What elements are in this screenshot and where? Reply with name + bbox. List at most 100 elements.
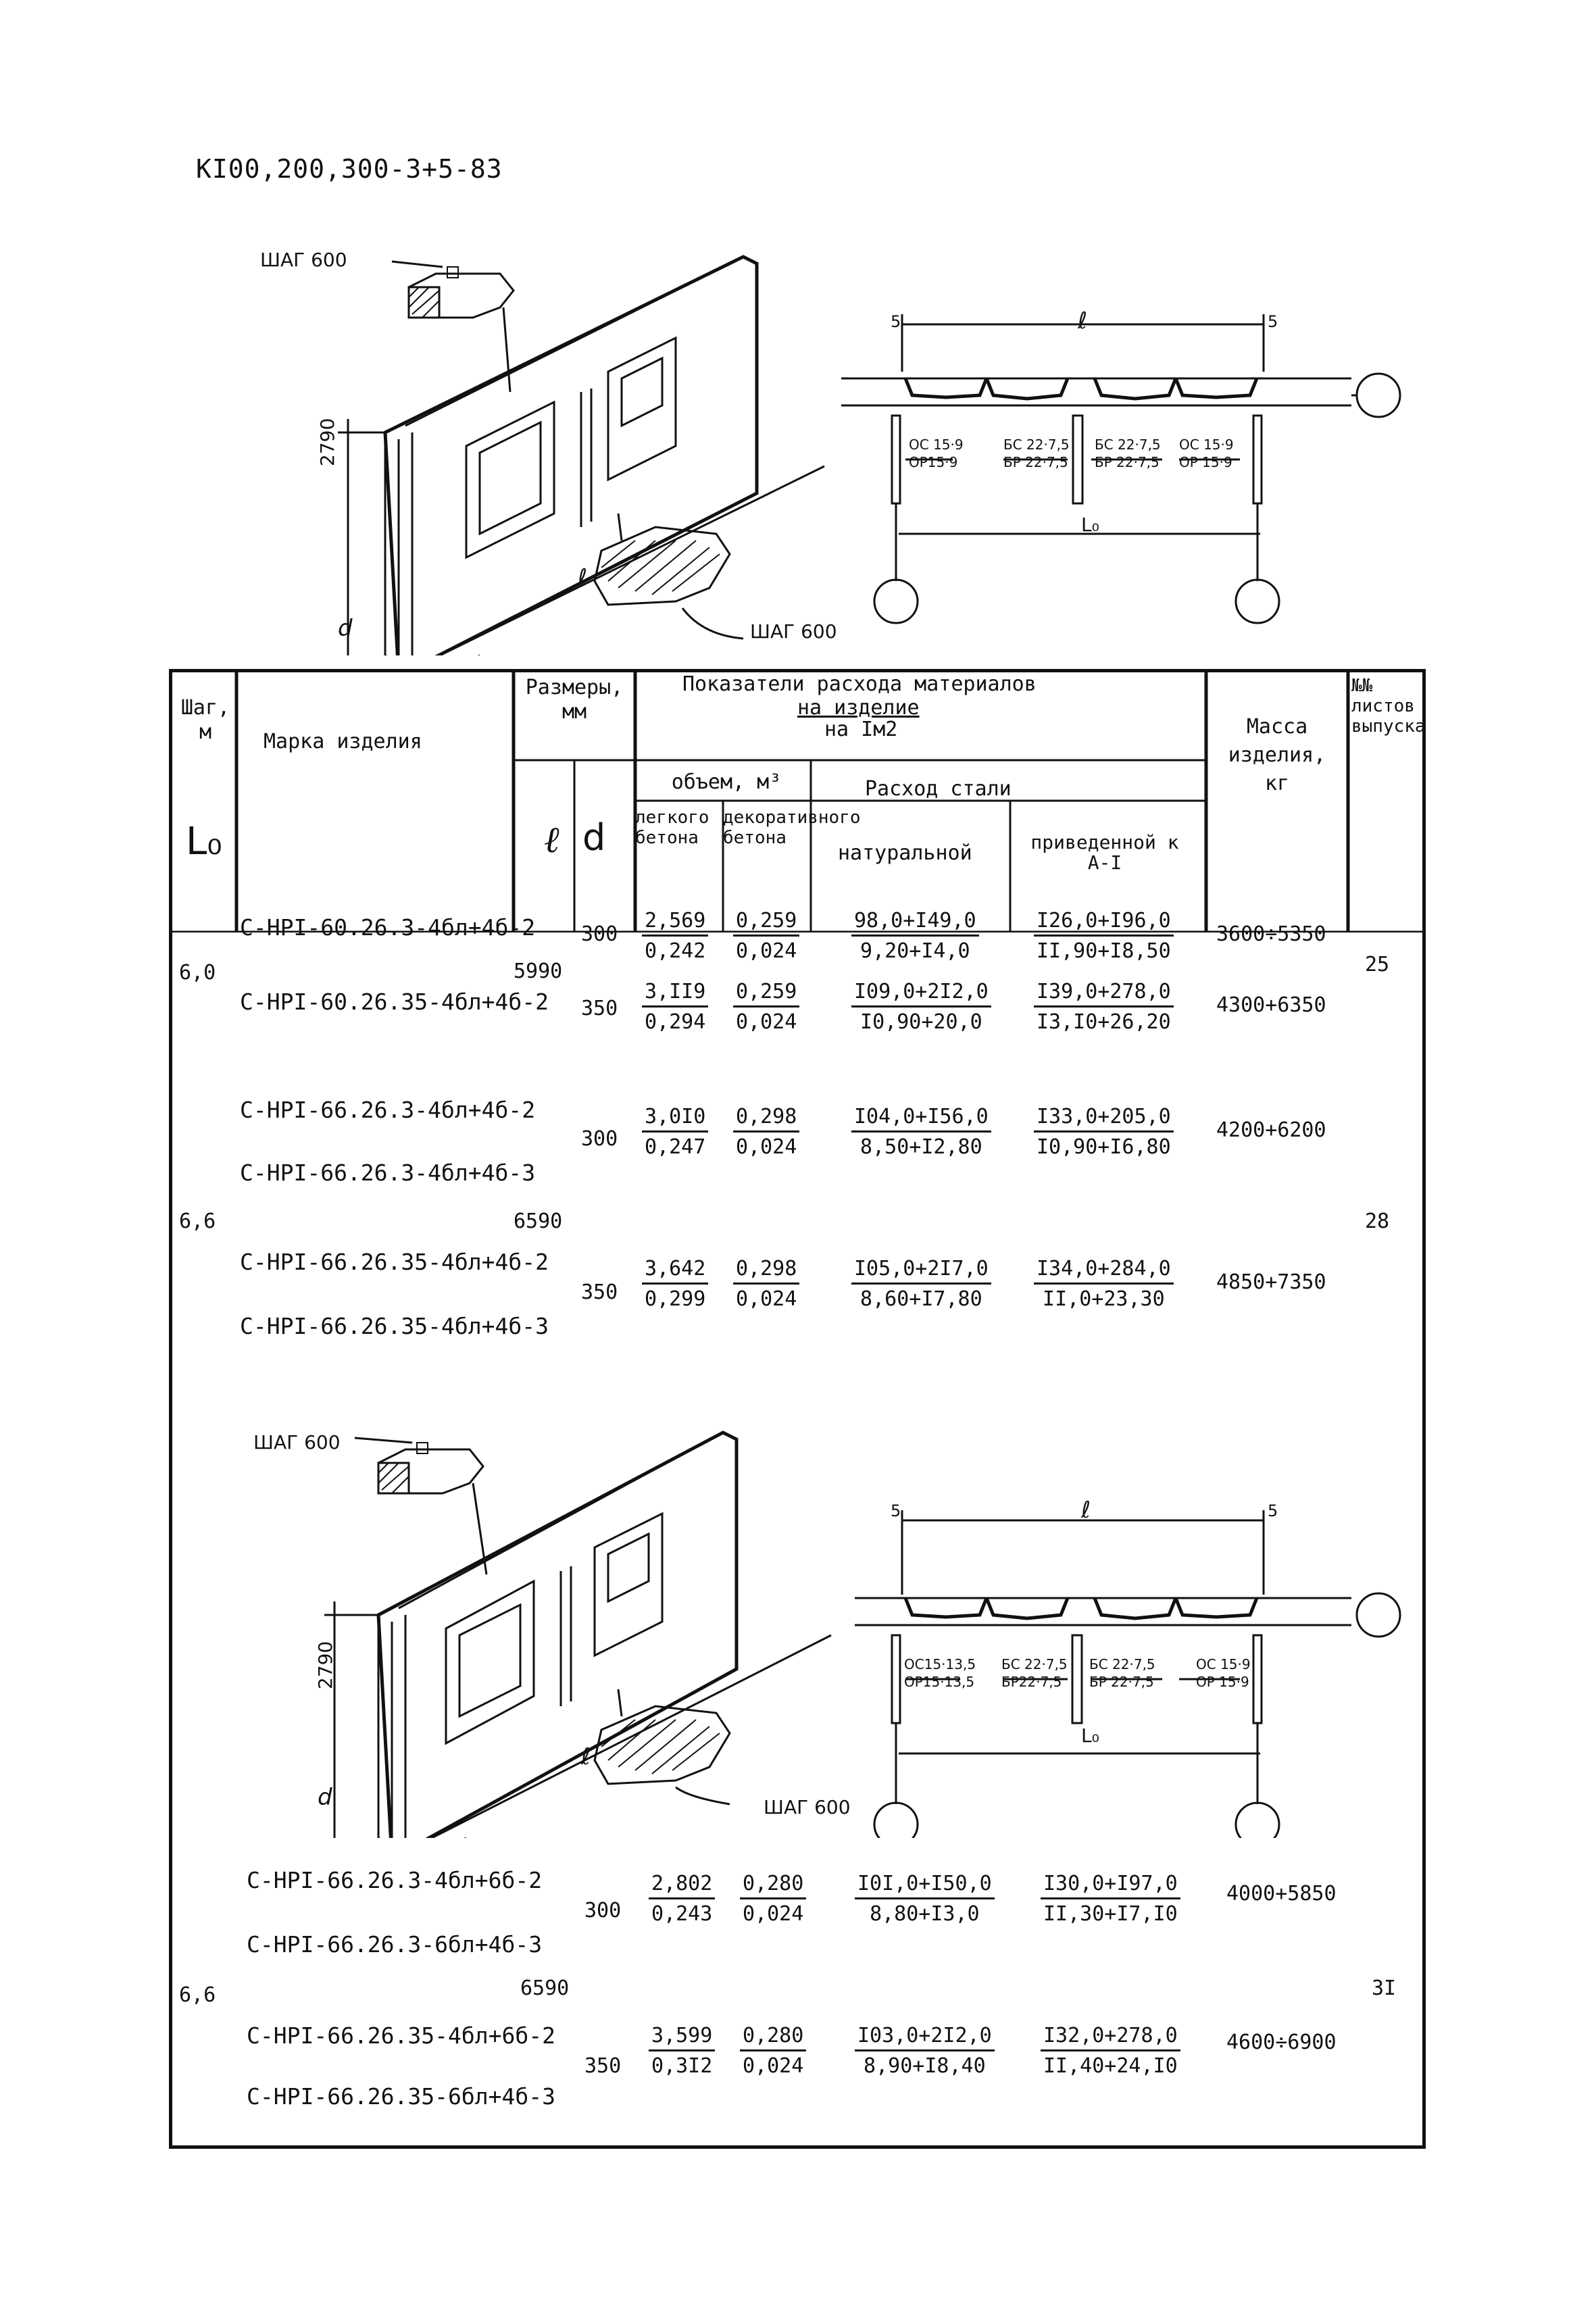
- group2-row1-mark-b: С-НРI-66.26.3-4бл+4б-3: [240, 1160, 536, 1186]
- group1-row1-mass: 3600÷5350: [1216, 922, 1326, 946]
- panel-isometric-1: [383, 255, 759, 655]
- header-dim-l: ℓ: [544, 818, 559, 861]
- group3-row1-d: 300: [584, 1899, 622, 1922]
- length-dim-2: ℓ: [581, 1743, 591, 1770]
- length-dim-1: ℓ: [578, 564, 588, 591]
- group2-row1-d: 300: [581, 1127, 618, 1151]
- header-steel-red: приведенной к А-I: [1030, 831, 1179, 874]
- group3-row2-mark-b: С-НРI-66.26.35-6бл+4б-3: [247, 2083, 555, 2110]
- header-vol-light: легкого бетона: [635, 807, 709, 848]
- group1-row2-d: 350: [581, 997, 618, 1020]
- thickness-dim-2: d: [318, 1784, 332, 1811]
- group3-row2-mark-a: С-НРI-66.26.35-4бл+6б-2: [247, 2022, 555, 2049]
- group1-row2-mass: 4300+6350: [1216, 993, 1326, 1017]
- header-volume: объем, м³: [671, 770, 782, 794]
- group2-row1-mark-a: С-НРI-66.26.3-4бл+4б-2: [240, 1097, 536, 1123]
- group1-row1-d: 300: [581, 922, 618, 946]
- height-dim-1: 2790: [316, 418, 339, 466]
- thickness-dim-1: d: [338, 615, 353, 642]
- step-label-bottom-1: ШАГ 600: [750, 620, 837, 643]
- header-dim-d: d: [582, 816, 606, 859]
- group2-row2-mass: 4850+7350: [1216, 1270, 1326, 1294]
- plan-drawing-1: [841, 314, 1401, 624]
- header-step-symbol: L₀: [186, 820, 222, 864]
- plan-span-2: ℓ: [1081, 1497, 1091, 1524]
- group3-length: 6590: [520, 1976, 570, 2000]
- table-header-grid: [169, 669, 1426, 932]
- step-label-bottom-2: ШАГ 600: [764, 1796, 851, 1818]
- height-dim-2: 2790: [314, 1641, 336, 1689]
- group2-length: 6590: [514, 1210, 563, 1233]
- header-steel-nat: натуральной: [838, 841, 972, 865]
- group1-length: 5990: [514, 960, 563, 983]
- group3-row2-mass: 4600÷6900: [1226, 2031, 1337, 2054]
- drawing-2: [324, 1430, 1401, 1838]
- plan-span-1: ℓ: [1078, 307, 1088, 334]
- header-per-item: на изделие: [797, 696, 920, 720]
- plan-5-right-1: 5: [1268, 312, 1278, 331]
- step-label-top-1: ШАГ 600: [260, 249, 347, 271]
- group1-sheet: 25: [1365, 953, 1390, 976]
- header-step: Шаг, м: [180, 696, 230, 744]
- group3-sheet: 3I: [1372, 1976, 1397, 2000]
- group1-step: 6,0: [179, 961, 216, 985]
- section-detail-bottom-2: [593, 1689, 731, 1806]
- section-detail-top-1: [391, 260, 515, 393]
- group2-row2-d: 350: [581, 1280, 618, 1304]
- plan-5-left-2: 5: [891, 1501, 901, 1520]
- plan-5-right-2: 5: [1268, 1501, 1278, 1520]
- group2-row2-mark-b: С-НРI-66.26.35-4бл+4б-3: [240, 1313, 549, 1339]
- section-detail-top-2: [354, 1437, 488, 1575]
- main-table-frame: [169, 669, 1426, 2149]
- group2-step: 6,6: [179, 1210, 216, 1233]
- drawing-1: [338, 255, 1401, 655]
- group2-row1-mass: 4200+6200: [1216, 1118, 1326, 1142]
- group1-row1-mark: С-НРI-60.26.3-4бл+4б-2: [240, 914, 536, 941]
- group2-row2-mark-a: С-НРI-66.26.35-4бл+4б-2: [240, 1249, 549, 1275]
- group3-row1-mark-a: С-НРI-66.26.3-4бл+6б-2: [247, 1867, 543, 1893]
- panel-isometric-2: [376, 1430, 739, 1838]
- document-code: КI00,200,300-3+5-83: [196, 154, 503, 184]
- header-dims: Размеры, мм: [525, 676, 624, 724]
- header-mass: Масса изделия, кг: [1228, 715, 1326, 795]
- group3-row2-d: 350: [584, 2054, 622, 2078]
- group1-row2-mark: С-НРI-60.26.35-4бл+4б-2: [240, 989, 549, 1015]
- section-detail-bottom-1: [593, 513, 744, 640]
- group3-step: 6,6: [179, 1983, 216, 2007]
- plan-5-left-1: 5: [891, 312, 901, 331]
- header-mark: Марка изделия: [264, 730, 422, 753]
- group3-row1-mass: 4000+5850: [1226, 1882, 1337, 1906]
- group2-sheet: 28: [1365, 1210, 1390, 1233]
